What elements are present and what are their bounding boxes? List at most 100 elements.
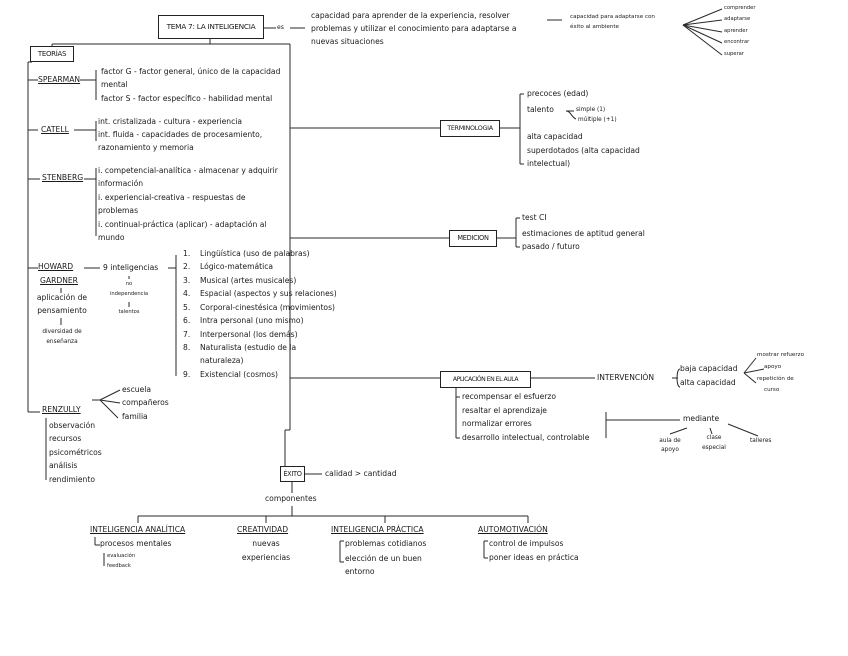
adapt-success: éxito al ambiente (570, 24, 619, 30)
gardner-aplicacion: pensamiento (37, 306, 87, 315)
gardner-label: GARDNER (40, 276, 78, 285)
stenberg-line: problemas (98, 206, 139, 215)
intelligence-item: naturaleza) (200, 356, 244, 365)
catell-label: CATELL (41, 125, 69, 134)
terminologia-item: superdotados (alta capacidad (527, 146, 640, 155)
definition-line: capacidad para aprender de la experienci… (311, 11, 510, 20)
intelligence-number: 7. (183, 330, 191, 339)
calidad-label: calidad > cantidad (325, 469, 397, 478)
capacidad-item: baja capacidad (680, 364, 738, 373)
componentes-label: componentes (265, 494, 317, 503)
analitica-sub: evaluación (107, 553, 136, 559)
automotivacion-line: poner ideas en práctica (489, 553, 579, 562)
renzulli-item: rendimiento (49, 475, 95, 484)
exito-box: ÉXITO (280, 466, 305, 482)
talento-simple: simple (1) (576, 107, 606, 113)
mediante-item: apoyo (661, 447, 679, 453)
spearman-line: factor S - factor específico - habilidad… (101, 94, 273, 103)
gardner-aplicacion: aplicación de (36, 293, 88, 302)
automotivacion-title: AUTOMOTIVACIÓN (478, 525, 548, 534)
intelligence-item: Musical (artes musicales) (200, 276, 297, 285)
renzulli-item: psicométricos (49, 448, 102, 457)
analitica-title: INTELIGENCIA ANALÍTICA (90, 525, 186, 534)
practica-line: elección de un buen (345, 554, 422, 563)
stenberg-label: STENBERG (42, 173, 84, 182)
intelligence-number: 1. (183, 249, 191, 258)
renzulli-item: recursos (49, 434, 82, 443)
baja-action: repetición de (757, 376, 794, 382)
gardner-no: no (125, 281, 133, 287)
practica-line: entorno (345, 567, 375, 576)
mediante-label: mediante (683, 414, 720, 423)
mediante-item: especial (702, 445, 726, 451)
catell-line: int. fluida - capacidades de procesamien… (98, 130, 263, 139)
renzulli-context: familia (122, 412, 148, 421)
intelligence-number: 5. (183, 303, 191, 312)
stenberg-line: i. continual-práctica (aplicar) - adapta… (98, 220, 267, 229)
intelligence-item: Lingüística (uso de palabras) (200, 249, 310, 258)
intelligence-item: Naturalista (estudio de la (200, 343, 297, 352)
intelligence-item: Corporal-cinestésica (movimientos) (200, 303, 335, 312)
medicion-item: pasado / futuro (522, 242, 580, 251)
aula-item: recompensar el esfuerzo (462, 392, 557, 401)
medicion-item: test CI (522, 213, 547, 222)
spearman-line: factor G - factor general, único de la c… (101, 67, 281, 76)
stenberg-line: i. experiencial-creativa - respuestas de (98, 193, 246, 202)
baja-action: curso (764, 387, 780, 393)
gardner-independencia: independencia (109, 291, 149, 297)
intelligence-number: 4. (183, 289, 191, 298)
intelligence-item: Espacial (aspectos y sus relaciones) (200, 289, 337, 298)
practica-title: INTELIGENCIA PRÁCTICA (331, 525, 424, 534)
spearman-label: SPEARMAN (38, 75, 81, 84)
terminologia-item: precoces (edad) (527, 89, 589, 98)
intelligence-number: 8. (183, 343, 191, 352)
renzulli-label: RENZULLY (42, 405, 81, 414)
practica-line: problemas cotidianos (345, 539, 427, 548)
aula-item: normalizar errores (462, 419, 532, 428)
aplicacion-box: APLICACIÓN EN EL AULA (440, 371, 531, 388)
intelligence-number: 9. (183, 370, 191, 379)
definition-line: problemas y utilizar el conocimiento par… (311, 24, 517, 33)
stenberg-line: i. competencial-analítica - almacenar y … (98, 166, 278, 175)
catell-line: int. cristalizada - cultura - experienci… (98, 117, 243, 126)
terminologia-item: intelectual) (527, 159, 571, 168)
renzulli-item: observación (49, 421, 96, 430)
gardner-talentos: talentos (118, 309, 140, 315)
mediante-item: talleres (750, 438, 772, 444)
intelligence-number: 6. (183, 316, 191, 325)
nine-intelligences: 9 inteligencias (103, 263, 159, 272)
mediante-item: aula de (659, 438, 681, 444)
terminologia-item: talento (527, 105, 554, 114)
verb-item: aprender (724, 28, 748, 34)
baja-action: mostrar refuerzo (757, 352, 805, 358)
gardner-diversidad: diversidad de (42, 329, 82, 335)
aula-item: resaltar el aprendizaje (462, 406, 547, 415)
medicion-box: MEDICION (449, 230, 497, 247)
medicion-item: estimaciones de aptitud general (522, 229, 645, 238)
gardner-diversidad: enseñanza (46, 339, 78, 345)
stenberg-line: mundo (98, 233, 125, 242)
analitica-sub: feedback (107, 563, 131, 569)
renzulli-item: análisis (49, 461, 78, 470)
intelligence-number: 2. (183, 262, 191, 271)
definition-es: es (277, 24, 284, 31)
verb-item: superar (724, 51, 744, 57)
intelligence-item: Intra personal (uno mismo) (200, 316, 304, 325)
verb-item: comprender (724, 5, 756, 11)
baja-action: apoyo (764, 364, 782, 370)
teorias-box: TEORÍAS (30, 46, 74, 62)
gardner-label: HOWARD (38, 262, 74, 271)
renzulli-context: escuela (122, 385, 152, 394)
analitica-line: procesos mentales (100, 539, 172, 548)
creatividad-title: CREATIVIDAD (237, 525, 289, 534)
intelligence-item: Lógico-matemática (200, 262, 274, 271)
verb-item: encontrar (724, 39, 750, 45)
intervencion-label: INTERVENCIÓN (597, 373, 655, 382)
capacidad-item: alta capacidad (680, 378, 736, 387)
creatividad-line: experiencias (241, 553, 291, 562)
automotivacion-line: control de impulsos (489, 539, 564, 548)
title-box: TEMA 7: LA INTELIGENCIA (158, 15, 264, 39)
verb-item: adaptarse (724, 16, 751, 22)
terminologia-item: alta capacidad (527, 132, 583, 141)
